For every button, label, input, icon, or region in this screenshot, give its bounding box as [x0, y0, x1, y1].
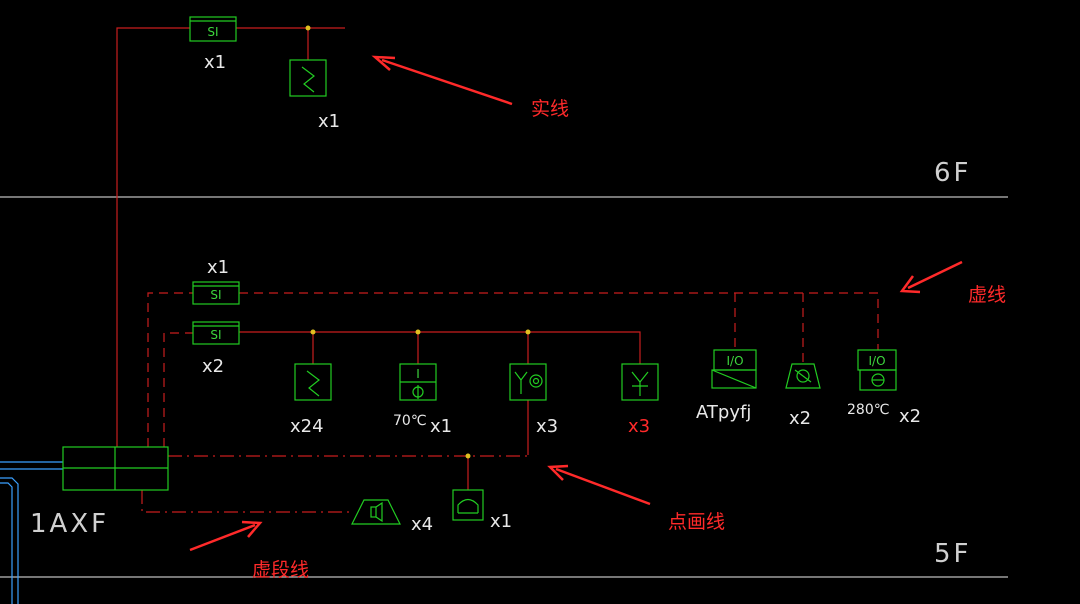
si-module-5f-bottom: SI [192, 321, 240, 345]
dashed-loop [147, 292, 879, 447]
io-module-280-qty: x2 [899, 406, 921, 427]
dash-dot-line [168, 453, 528, 490]
si-module-6f: SI [189, 16, 237, 42]
floor-label-5f: 5F [934, 539, 972, 569]
svg-text:I: I [416, 367, 420, 381]
alarm-sounder [351, 499, 401, 525]
solid-riser-6f [116, 25, 345, 447]
io-module-280: I/O [857, 349, 897, 391]
si-5f-bottom-qty: x2 [202, 356, 224, 377]
arrow-long-dash [189, 520, 263, 552]
fire-phone-qty: x1 [490, 511, 512, 532]
heat-detector-temp: 70℃ [393, 413, 427, 429]
long-dash-line [141, 490, 352, 513]
manual-call-point [509, 363, 547, 401]
hydrant-button-qty: x3 [628, 416, 650, 437]
heat-detector-qty: x1 [430, 416, 452, 437]
alarm-sounder-qty: x4 [411, 514, 433, 535]
svg-text:I/O: I/O [726, 354, 743, 368]
annotation-dashed-line: 虚线 [968, 284, 1006, 306]
smoke-detector-6f [289, 59, 327, 97]
incoming-bus [0, 461, 63, 604]
io-module-fan: I/O [711, 349, 757, 389]
detector-6f-qty: x1 [318, 111, 340, 132]
arrow-solid [371, 55, 513, 106]
arrow-dash-dot [547, 464, 651, 506]
svg-text:SI: SI [207, 25, 218, 39]
arrow-dashed [899, 260, 963, 294]
hydrant-button [621, 363, 659, 401]
svg-text:I/O: I/O [868, 354, 885, 368]
si-module-5f-top: SI [192, 281, 240, 305]
svg-text:SI: SI [210, 328, 221, 342]
damper-module [785, 363, 821, 389]
panel-label: 1AXF [30, 509, 109, 539]
io-module-fan-label: ATpyfj [696, 402, 751, 423]
damper-module-qty: x2 [789, 408, 811, 429]
io-module-280-temp: 280℃ [847, 402, 889, 418]
annotation-dash-dot-line: 点画线 [668, 511, 725, 533]
smoke-detector-qty: x24 [290, 416, 324, 437]
control-panel [62, 446, 169, 491]
heat-detector: I [399, 363, 437, 401]
annotation-solid-line: 实线 [531, 98, 569, 120]
si-5f-top-qty: x1 [207, 257, 229, 278]
manual-call-qty: x3 [536, 416, 558, 437]
floor-label-6f: 6F [934, 158, 972, 188]
fire-phone [452, 489, 484, 521]
smoke-detector-5f [294, 363, 332, 401]
solid-loop-5f [239, 329, 641, 455]
annotation-long-dash-line: 虚段线 [252, 559, 309, 581]
svg-text:SI: SI [210, 288, 221, 302]
si-6f-qty: x1 [204, 52, 226, 73]
